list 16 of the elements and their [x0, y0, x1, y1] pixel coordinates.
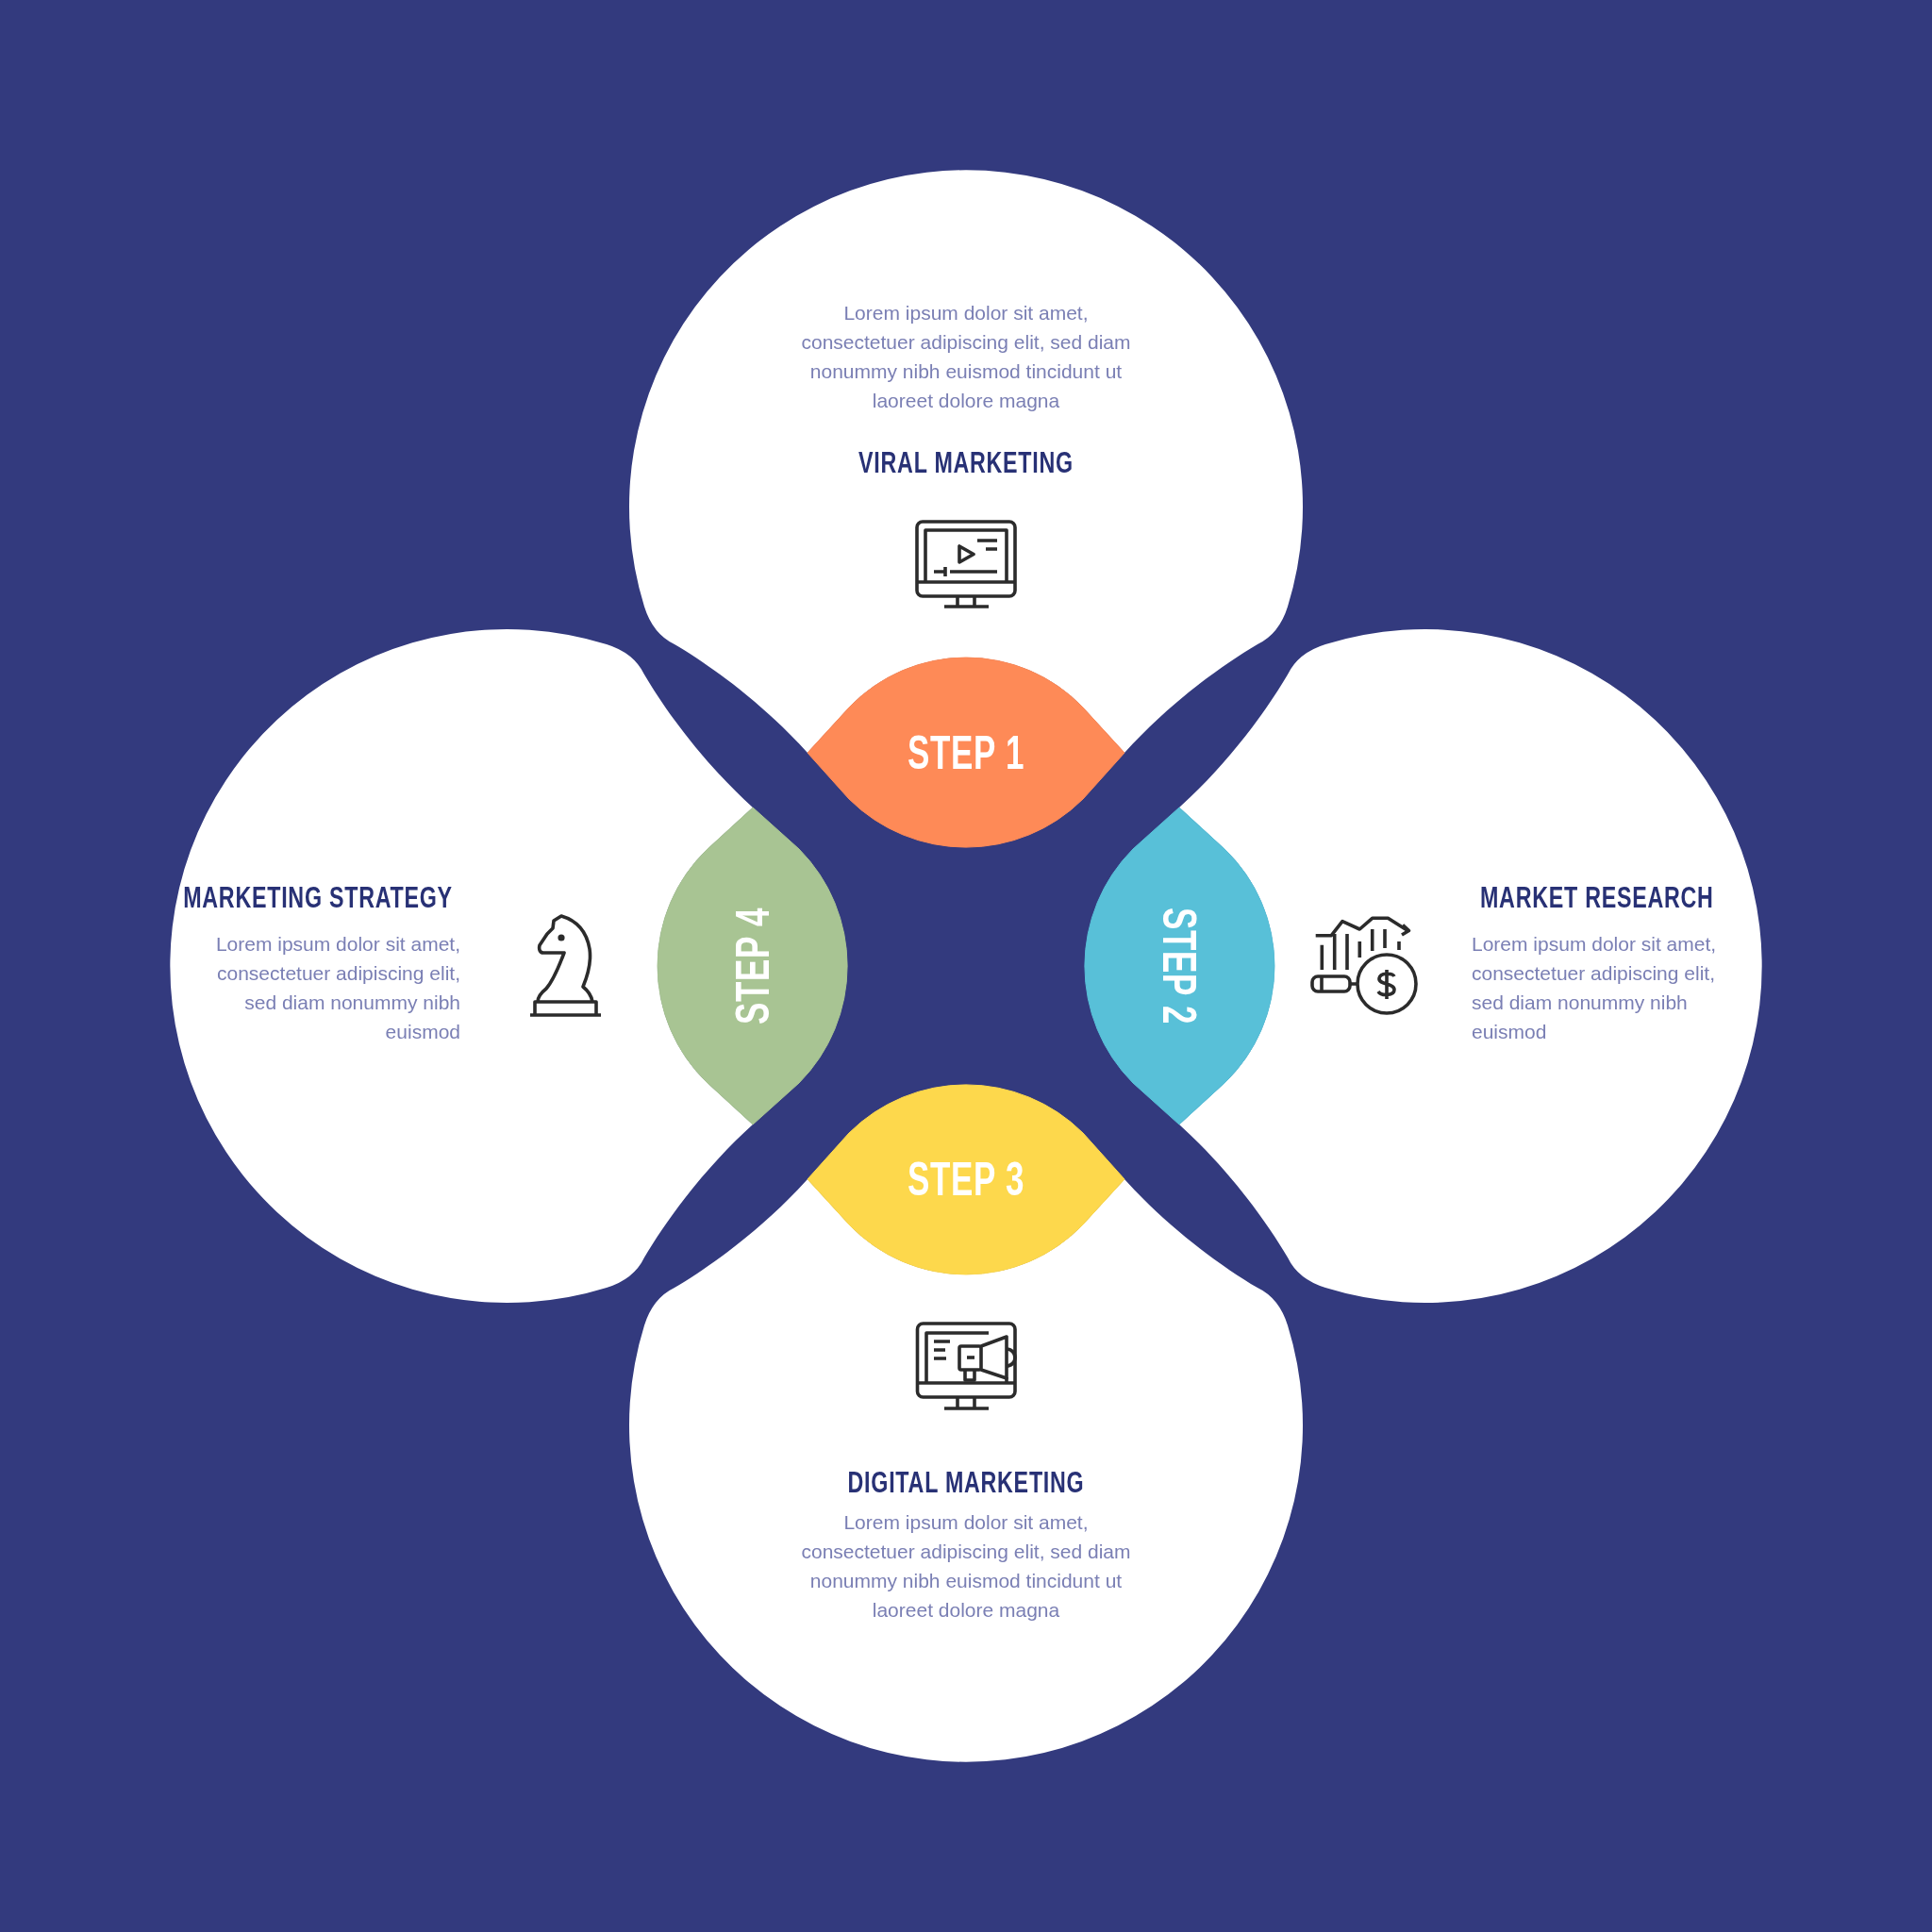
petal-description: Lorem ipsum dolor sit amet, consectetuer adipiscing elit, sed diam nonummy nibh euismod — [1472, 932, 1718, 1044]
step-tab — [808, 658, 1124, 847]
petal-title: DIGITAL MARKETING — [847, 1467, 1085, 1499]
petal-title: MARKETING STRATEGY — [183, 882, 453, 914]
step-tab — [1085, 808, 1274, 1124]
petal-description: Lorem ipsum dolor sit amet, consectetuer adipiscing elit, sed diam nonummy nibh euismod tincidunt ut laoreet dolore magna — [800, 1510, 1132, 1623]
step-label: STEP 1 — [907, 728, 1025, 777]
step-label: STEP 4 — [728, 907, 777, 1025]
step-tab — [808, 1085, 1124, 1274]
petal-description: Lorem ipsum dolor sit amet, consectetuer adipiscing elit, sed diam nonummy nibh euismod tincidunt ut laoreet dolore magna — [800, 301, 1132, 413]
step-tab — [658, 808, 847, 1124]
petal-title: MARKET RESEARCH — [1480, 882, 1714, 914]
step-label: STEP 2 — [1155, 907, 1204, 1025]
petal-description: Lorem ipsum dolor sit amet, consectetuer adipiscing elit, sed diam nonummy nibh euismod — [214, 932, 460, 1044]
step-label: STEP 3 — [907, 1155, 1025, 1204]
petal-title: VIRAL MARKETING — [858, 447, 1074, 479]
